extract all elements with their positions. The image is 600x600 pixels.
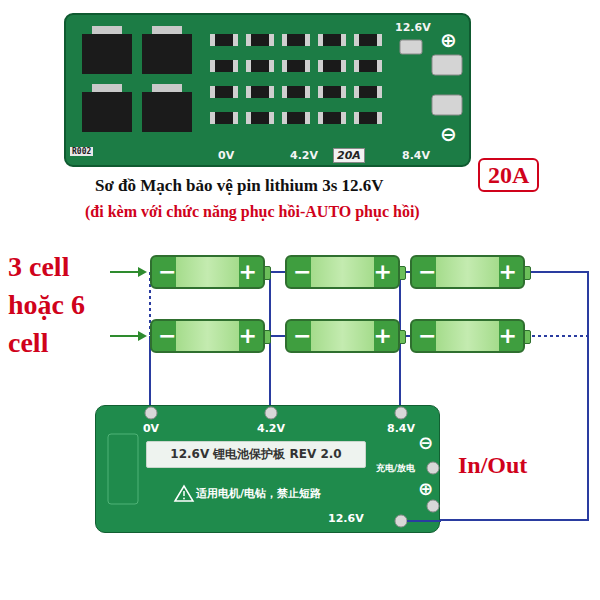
smd-parts [208,28,388,132]
board-text: 充电/放电 [376,462,415,475]
board-text: 12.6V [328,512,364,525]
warning-icon [175,486,193,501]
battery-cell: −+ [410,255,525,289]
solder-pad [400,40,422,54]
subtitle: (đi kèm với chức năng phục hồi-AUTO phục… [85,203,420,221]
battery-cell: −+ [285,255,400,289]
minus-terminal: − [293,321,311,351]
mosfets [82,26,192,132]
minus-terminal: − [418,321,436,351]
plus-terminal: + [374,321,392,351]
board-label: 12.6V 锂电池保护板 REV 2.0 [146,441,366,468]
board-text: ⊖ [418,432,433,453]
plus-terminal: + [499,321,517,351]
minus-terminal: − [293,257,311,287]
part-marking: R002 [70,147,93,156]
board-text: 0V [143,422,159,435]
current-rating: 20A [333,148,365,163]
top-pcb [65,14,470,166]
board-text: 4.2V [257,422,285,435]
selection-arrows [110,267,147,341]
battery-cell: −+ [150,319,265,353]
io-label: In/Out [458,452,527,479]
polarity-symbol: ⊕ [440,28,457,52]
minus-terminal: − [418,257,436,287]
battery-cell: −+ [285,319,400,353]
plus-terminal: + [239,321,257,351]
minus-terminal: − [158,321,176,351]
cell-count-note: 3 cell hoặc 6 cell [8,248,103,362]
protection-board: 0V 4.2V 8.4V⊖充电/放电⊕ 适用电机/电钻，禁止短路 12.6V 12.6V… [95,405,440,533]
plus-terminal: + [239,257,257,287]
board-text: ⊕ [418,478,433,499]
board-text: 适用电机/电钻，禁止短路 [196,486,321,501]
voltage-label: 4.2V [290,149,318,162]
board-text: 8.4V [387,422,415,435]
wire-connector [440,272,588,520]
box-text: 20A [488,162,529,188]
wires [150,272,588,412]
battery-cell: −+ [150,255,265,289]
battery-cell: −+ [410,319,525,353]
plus-terminal: + [374,257,392,287]
voltage-label: 8.4V [402,149,430,162]
polarity-symbol: ⊖ [440,122,457,146]
rating-box: 20A [478,158,539,192]
plus-terminal: + [499,257,517,287]
minus-terminal: − [158,257,176,287]
voltage-label: 0V [218,149,234,162]
solder-pad [432,55,462,75]
voltage-label: 12.6V [395,21,431,34]
box-text: 12.6V 锂电池保护板 REV 2.0 [170,447,341,461]
solder-pad [432,95,462,115]
diagram-title: Sơ đồ Mạch bảo vệ pin lithium 3s 12.6V [95,176,384,196]
